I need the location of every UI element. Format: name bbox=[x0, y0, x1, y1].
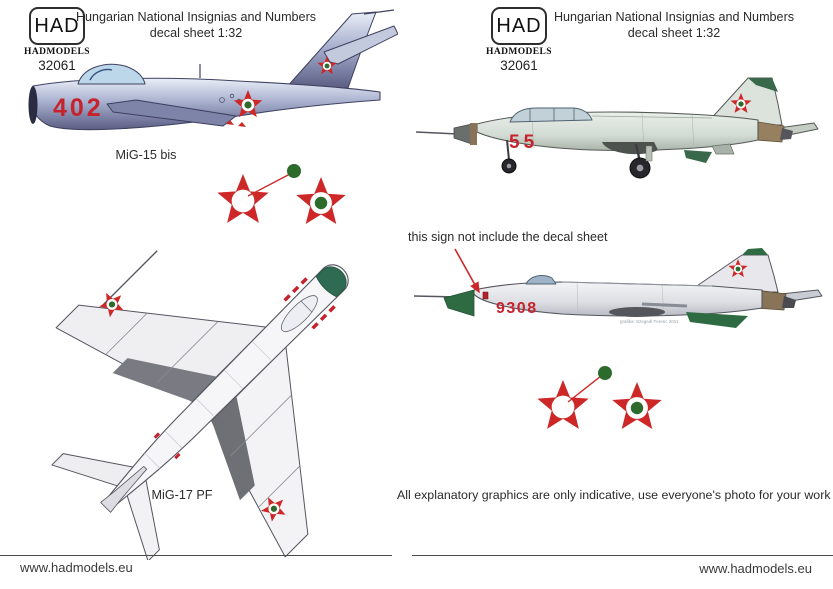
note-arrow-icon bbox=[454, 248, 480, 294]
had-logo-subtext: HADMODELS bbox=[24, 47, 90, 57]
canopy bbox=[280, 295, 318, 333]
product-code: 32061 bbox=[500, 58, 538, 73]
fin-green-cap bbox=[742, 248, 768, 255]
star-empty-icon bbox=[537, 380, 589, 429]
had-logo-mark: HAD bbox=[29, 7, 85, 45]
had-logo-mark: HAD bbox=[491, 7, 547, 45]
radome bbox=[443, 289, 475, 317]
mig15-tail-number: 402 bbox=[53, 94, 104, 122]
mig21-trainer-illustration: 55 bbox=[415, 77, 819, 179]
nose-cone bbox=[453, 123, 473, 145]
title-line2: decal sheet 1:32 bbox=[149, 26, 243, 40]
wing-pitot bbox=[102, 250, 158, 306]
intake bbox=[28, 86, 38, 124]
mig21-fighter-illustration: 9308 grafika: Szegedi Ferenc 2011 bbox=[413, 248, 823, 328]
pointer-line bbox=[247, 173, 291, 197]
disclaimer-text: All explanatory graphics are only indica… bbox=[397, 488, 831, 502]
title-line1: Hungarian National Insignias and Numbers bbox=[553, 10, 795, 24]
pointer-line bbox=[567, 375, 602, 403]
had-logo-text: HAD bbox=[496, 14, 542, 37]
nose-sign bbox=[482, 291, 489, 300]
canopy bbox=[525, 275, 557, 285]
mig21-fighter-number: 9308 bbox=[496, 300, 538, 317]
canopy bbox=[77, 63, 146, 85]
title-line2: decal sheet 1:32 bbox=[627, 26, 721, 40]
product-code: 32061 bbox=[38, 58, 76, 73]
decal-note: this sign not include the decal sheet bbox=[408, 230, 608, 244]
mig15-label: MiG-15 bis bbox=[115, 148, 177, 162]
artwork-credit: grafika: Szegedi Ferenc 2011 bbox=[620, 319, 679, 324]
radome bbox=[315, 266, 347, 298]
mig21-trainer-number: 55 bbox=[509, 132, 538, 153]
had-logo-subtext: HADMODELS bbox=[486, 47, 552, 57]
website-url-left: www.hadmodels.eu bbox=[20, 560, 133, 575]
insignia-assembly-diagram-right bbox=[537, 366, 662, 430]
mig15-illustration: 402 bbox=[28, 9, 398, 131]
fin-antenna bbox=[363, 9, 395, 15]
footer-rule-left bbox=[0, 555, 392, 556]
star-complete-icon bbox=[296, 177, 346, 225]
canopy bbox=[509, 107, 593, 123]
mig17-illustration bbox=[51, 250, 349, 560]
insignia-assembly-diagram-left bbox=[217, 164, 346, 225]
green-dot-icon bbox=[287, 164, 301, 178]
website-url-right: www.hadmodels.eu bbox=[699, 561, 812, 576]
had-logo-text: HAD bbox=[34, 14, 80, 37]
sheet-title-left: Hungarian National Insignias and Numbers… bbox=[40, 9, 352, 41]
had-logo-right: HAD HADMODELS 32061 bbox=[484, 7, 554, 73]
ventral-green-patch bbox=[686, 312, 748, 328]
green-dot-icon bbox=[598, 366, 612, 380]
mig17-label: MiG-17 PF bbox=[151, 488, 213, 502]
star-empty-icon bbox=[217, 174, 269, 223]
fin-green-tip bbox=[748, 78, 778, 92]
star-complete-icon bbox=[612, 382, 662, 430]
pitot-boom bbox=[415, 131, 459, 135]
ventral-green-patch bbox=[684, 150, 712, 163]
side-number-marks bbox=[153, 277, 336, 460]
sheet-title-right: Hungarian National Insignias and Numbers… bbox=[518, 9, 830, 41]
footer-rule-right bbox=[412, 555, 833, 556]
title-line1: Hungarian National Insignias and Numbers bbox=[75, 10, 317, 24]
had-logo-left: HAD HADMODELS 32061 bbox=[22, 7, 92, 73]
